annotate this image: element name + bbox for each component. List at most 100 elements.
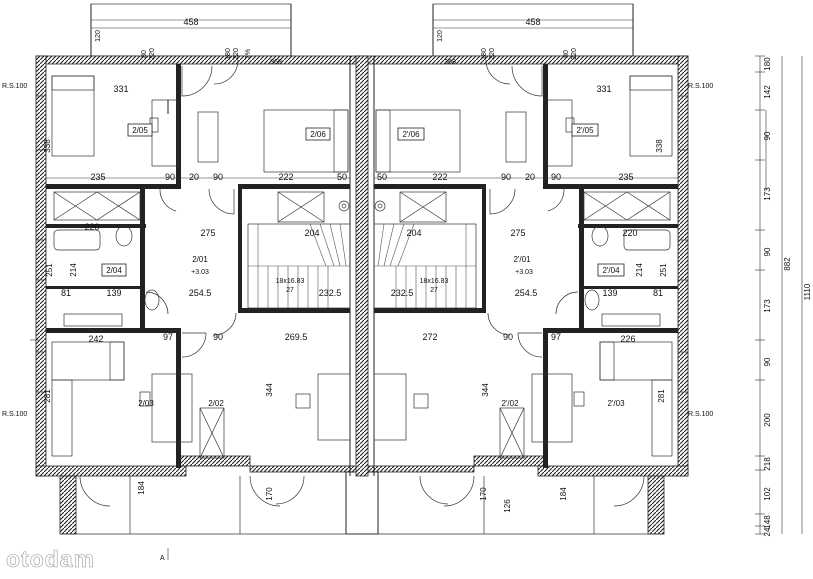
windows [36, 95, 688, 393]
stairs-left-count: 27 [286, 287, 294, 294]
dim: 102 [763, 487, 772, 501]
dim: 251 [659, 263, 668, 277]
dim: 338 [655, 139, 664, 153]
rs-label: R.S.100 [688, 83, 713, 90]
dim-door-3: 180 [481, 48, 488, 60]
dim: 226 [620, 334, 635, 344]
dim: 50 [377, 172, 387, 182]
dim: 126 [503, 499, 512, 513]
dim-door-3b: 220 [489, 48, 496, 60]
dim: 90 [501, 172, 511, 182]
dim: 170 [265, 487, 274, 501]
dim: 281 [43, 389, 52, 403]
dim: 331 [596, 84, 611, 94]
dim: 218 [763, 457, 772, 471]
watermark-logo: otodam [6, 546, 95, 572]
dimension-lines [30, 27, 803, 560]
dim-door-1: 80 [141, 50, 148, 58]
room-2-04: 2/04 [106, 266, 122, 275]
right-dimension-ticks [755, 55, 765, 535]
stairs-left [247, 223, 351, 309]
dim: 173 [763, 187, 772, 201]
stairs-left-spec: 18x16.83 [276, 278, 305, 285]
room-2-05: 2/05 [132, 126, 148, 135]
dim: 254.5 [189, 288, 212, 298]
bathrooms [53, 200, 671, 327]
balcony-left [90, 3, 292, 57]
dim: 222 [278, 172, 293, 182]
dim: 184 [137, 481, 146, 495]
dim: 344 [265, 383, 274, 397]
dim: 90 [763, 247, 772, 256]
dim-total-1110: 1110 [803, 283, 812, 300]
dim-door-1b: 220 [149, 48, 156, 60]
top-dimension-text: 458 458 120 120 368 368 80 220 180 220 2… [95, 17, 578, 66]
room-2-03: 2/03 [138, 399, 154, 408]
dim: 214 [635, 263, 644, 277]
room-2p-06: 2'/06 [402, 130, 420, 139]
dim: 170 [479, 487, 488, 501]
balcony-right [432, 3, 634, 57]
dim: 232.5 [319, 288, 342, 298]
dim: 180 [763, 57, 772, 71]
dim: 232.5 [391, 288, 414, 298]
dim-wall-right: 368 [444, 59, 456, 66]
section-marker-label: A [160, 555, 165, 562]
room-2p-04: 2'/04 [602, 266, 620, 275]
dim: 184 [559, 487, 568, 501]
dim: 90 [763, 357, 772, 366]
room-2p-03: 2'/03 [607, 399, 625, 408]
room-2-01: 2/01 [192, 255, 208, 264]
dim: 90 [763, 131, 772, 140]
level-left: +3.03 [191, 269, 209, 276]
doors [79, 59, 645, 507]
dim: 275 [200, 228, 215, 238]
dim: 331 [113, 84, 128, 94]
dim: 81 [653, 288, 663, 298]
dim-slope-left: 2% [245, 49, 252, 59]
dim: 148 [763, 515, 772, 529]
dim: 139 [106, 288, 121, 298]
dim-balcony-right: 458 [525, 17, 540, 27]
dim-door-4: 80 [563, 50, 570, 58]
level-labels: +3.03 +3.03 18x16.83 27 18x16.83 27 [191, 269, 533, 294]
dim: 275 [510, 228, 525, 238]
dim-total-882: 882 [783, 257, 792, 271]
dim: 220 [84, 222, 99, 232]
party-wall [349, 55, 375, 477]
dim-balcony-depth-right: 120 [437, 30, 444, 42]
section-marker: A [160, 100, 169, 562]
room-dimension-text: 331 331 338 338 235 90 20 90 222 50 50 2… [43, 84, 668, 513]
room-2-06: 2/06 [310, 130, 326, 139]
dim: 90 [213, 172, 223, 182]
dim: 281 [657, 389, 666, 403]
room-2-02: 2/02 [208, 399, 224, 408]
dim: 235 [618, 172, 633, 182]
dim: 344 [481, 383, 490, 397]
room-tags: 2/05 2/06 2'/06 2'/05 2/04 2/01 2'/01 2'… [101, 123, 625, 408]
rs-label: R.S.100 [688, 411, 713, 418]
dim: 220 [622, 228, 637, 238]
dim: 235 [90, 172, 105, 182]
dim: 50 [337, 172, 347, 182]
dim: 139 [602, 288, 617, 298]
rs-label: R.S.100 [2, 83, 27, 90]
dim: 81 [61, 288, 71, 298]
room-2p-02: 2'/02 [501, 399, 519, 408]
dim: 142 [763, 85, 772, 99]
dim: 90 [213, 332, 223, 342]
dim: 251 [45, 263, 54, 277]
dim: 173 [763, 299, 772, 313]
rs-labels: R.S.100 R.S.100 R.S.100 R.S.100 [2, 83, 713, 418]
dim: 97 [163, 332, 173, 342]
dim-balcony-depth-left: 120 [95, 30, 102, 42]
dim: 20 [525, 172, 535, 182]
dim: 97 [551, 332, 561, 342]
interior-walls [46, 64, 678, 468]
dim: 222 [432, 172, 447, 182]
stairs-right-spec: 18x16.83 [420, 278, 449, 285]
dim: 214 [69, 263, 78, 277]
dim: 338 [43, 139, 52, 153]
stairs-right-count: 27 [430, 287, 438, 294]
